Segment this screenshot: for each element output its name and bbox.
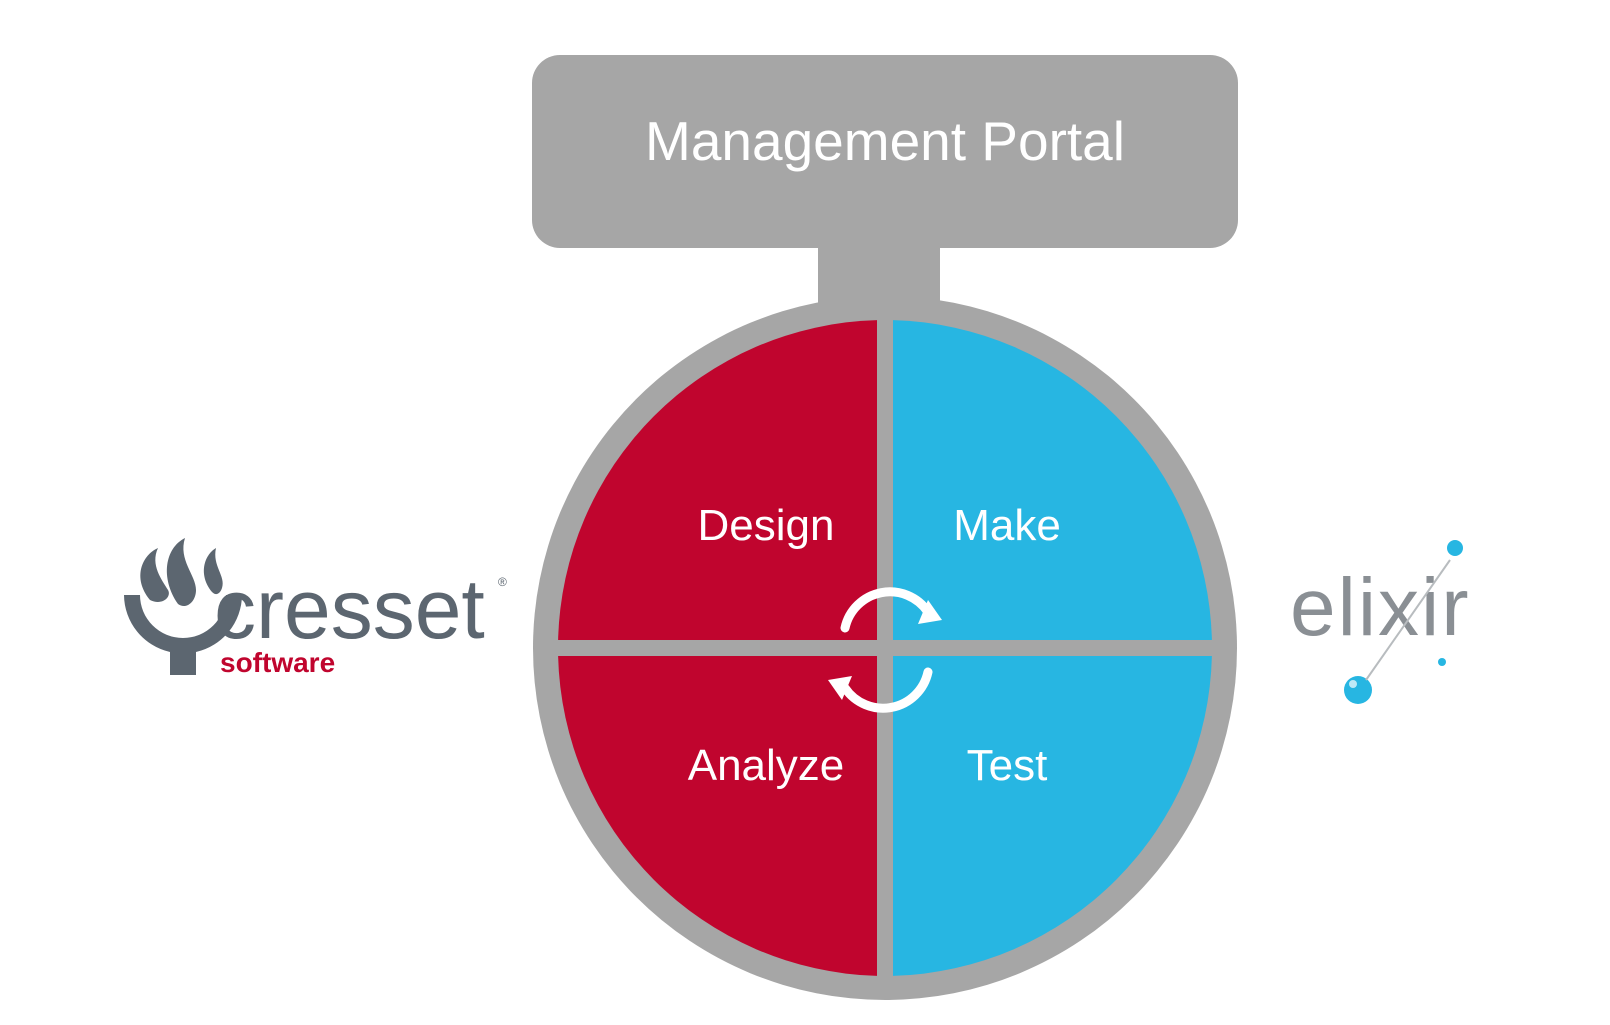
elixir-wordmark: elixir: [1290, 562, 1471, 653]
quadrant-label-make: Make: [953, 501, 1061, 550]
cresset-wordmark: cresset: [214, 562, 485, 656]
cresset-subtitle: software: [220, 647, 335, 678]
cycle-arrows-icon: [828, 587, 942, 713]
cresset-logo: cresset ® software: [124, 538, 507, 678]
management-portal: Management Portal: [532, 55, 1238, 310]
quadrant-make: [893, 320, 1212, 640]
quadrant-label-design: Design: [698, 501, 835, 550]
quadrant-test: [893, 656, 1212, 976]
quadrant-design: [558, 320, 877, 640]
quadrant-analyze: [558, 656, 877, 976]
elixir-dots-icon: [1344, 540, 1463, 704]
portal-label: Management Portal: [645, 110, 1125, 172]
quadrant-label-analyze: Analyze: [688, 741, 845, 790]
flame-bowl-icon: [124, 538, 242, 675]
circle-outline: [533, 296, 1237, 1000]
cresset-registered-mark: ®: [498, 575, 507, 589]
cycle-circle: Design Make Analyze Test: [533, 296, 1237, 1000]
portal-box: [532, 55, 1238, 248]
elixir-logo: elixir: [1290, 540, 1471, 704]
quadrant-label-test: Test: [967, 741, 1048, 790]
